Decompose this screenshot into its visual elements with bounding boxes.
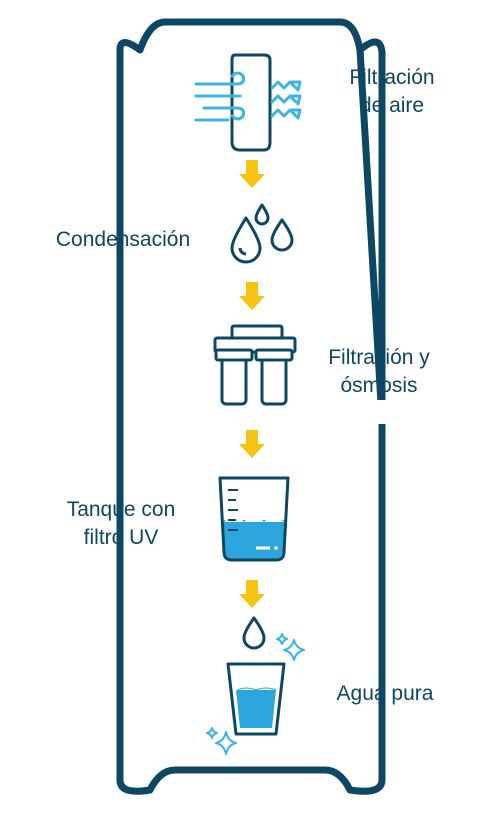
step-label-line: Filtración y (328, 346, 430, 369)
down-arrow-icon (239, 282, 265, 310)
step-label-osmo: Filtración y ósmosis (314, 344, 444, 400)
step-label-line: filtro UV (83, 526, 159, 549)
step-label-line: ósmosis (340, 374, 418, 397)
drop-icon (242, 616, 266, 650)
down-arrow-icon (239, 430, 265, 458)
step-label-line: de aire (359, 94, 425, 117)
step-label-tank: Tanque con filtro UV (46, 496, 196, 552)
sparkle-icon (206, 633, 305, 755)
down-arrow-icon (239, 160, 265, 188)
uv-tank-icon (218, 476, 290, 562)
step-label-cond: Condensación (48, 226, 198, 254)
step-label-line: Condensación (55, 228, 191, 251)
arrow-group (239, 160, 265, 608)
step-label-pure: Agua pura (320, 680, 450, 708)
step-label-line: Agua pura (336, 682, 434, 705)
machine-frame (116, 18, 386, 795)
osmosis-filter-icon (213, 324, 297, 406)
step-label-line: Filtración (349, 66, 435, 89)
step-label-air: Filtración de aire (322, 64, 462, 120)
air-filter-icon (194, 53, 302, 152)
down-arrow-icon (239, 580, 265, 608)
water-drops-icon (230, 203, 294, 264)
water-glass-icon (226, 662, 286, 736)
step-label-line: Tanque con (66, 498, 176, 521)
